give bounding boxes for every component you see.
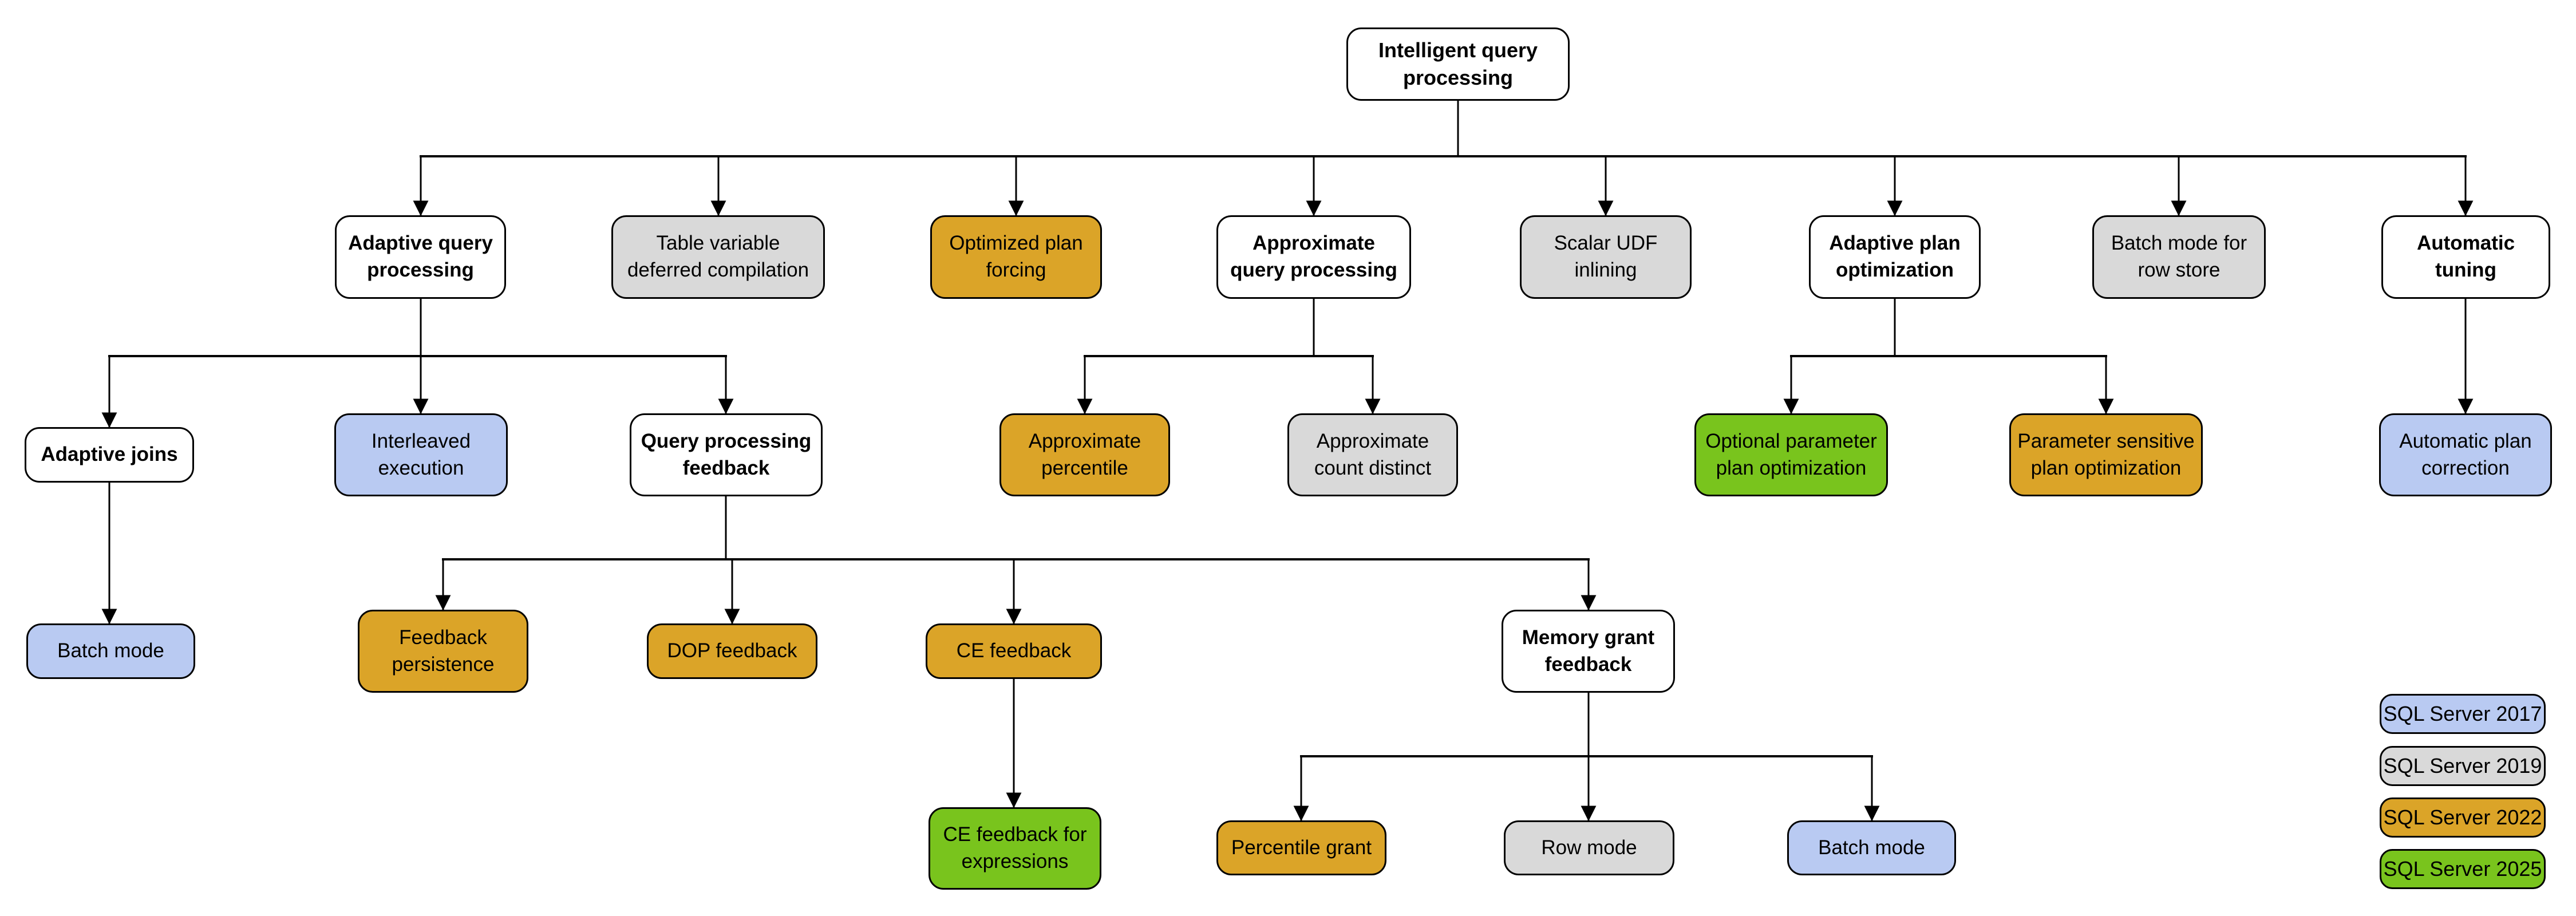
legend-item-sql-server-2022: SQL Server 2022 bbox=[2380, 797, 2546, 838]
node-automatic-tuning: Automatic tuning bbox=[2381, 215, 2550, 299]
node-ce-feedback: CE feedback bbox=[926, 623, 1102, 679]
node-adaptive-joins: Adaptive joins bbox=[25, 427, 194, 483]
legend-item-sql-server-2019: SQL Server 2019 bbox=[2380, 746, 2546, 786]
node-table-variable-deferred-compilation: Table variable deferred compilation bbox=[611, 215, 825, 299]
node-intelligent-query-processing: Intelligent query processing bbox=[1346, 27, 1570, 101]
node-batch-mode-adaptive-joins: Batch mode bbox=[26, 623, 195, 679]
node-memory-grant-feedback: Memory grant feedback bbox=[1502, 610, 1675, 693]
node-batch-mode-for-row-store: Batch mode for row store bbox=[2092, 215, 2266, 299]
node-parameter-sensitive-plan-optimization: Parameter sensitive plan optimization bbox=[2009, 413, 2203, 496]
node-approximate-count-distinct: Approximate count distinct bbox=[1287, 413, 1458, 496]
node-automatic-plan-correction: Automatic plan correction bbox=[2379, 413, 2552, 496]
node-approximate-percentile: Approximate percentile bbox=[999, 413, 1170, 496]
legend-item-sql-server-2017: SQL Server 2017 bbox=[2380, 694, 2546, 734]
node-adaptive-plan-optimization: Adaptive plan optimization bbox=[1809, 215, 1981, 299]
node-row-mode: Row mode bbox=[1504, 820, 1674, 875]
node-percentile-grant: Percentile grant bbox=[1216, 820, 1386, 875]
node-optional-parameter-plan-optimization: Optional parameter plan optimization bbox=[1694, 413, 1888, 496]
node-dop-feedback: DOP feedback bbox=[647, 623, 817, 679]
node-ce-feedback-for-expressions: CE feedback for expressions bbox=[929, 807, 1101, 890]
node-optimized-plan-forcing: Optimized plan forcing bbox=[930, 215, 1102, 299]
node-scalar-udf-inlining: Scalar UDF inlining bbox=[1520, 215, 1692, 299]
legend-item-sql-server-2025: SQL Server 2025 bbox=[2380, 849, 2546, 889]
node-interleaved-execution: Interleaved execution bbox=[334, 413, 508, 496]
node-approximate-query-processing: Approximate query processing bbox=[1216, 215, 1411, 299]
node-adaptive-query-processing: Adaptive query processing bbox=[335, 215, 506, 299]
node-feedback-persistence: Feedback persistence bbox=[358, 610, 528, 693]
node-query-processing-feedback: Query processing feedback bbox=[630, 413, 823, 496]
node-batch-mode-memory-grant: Batch mode bbox=[1787, 820, 1956, 875]
